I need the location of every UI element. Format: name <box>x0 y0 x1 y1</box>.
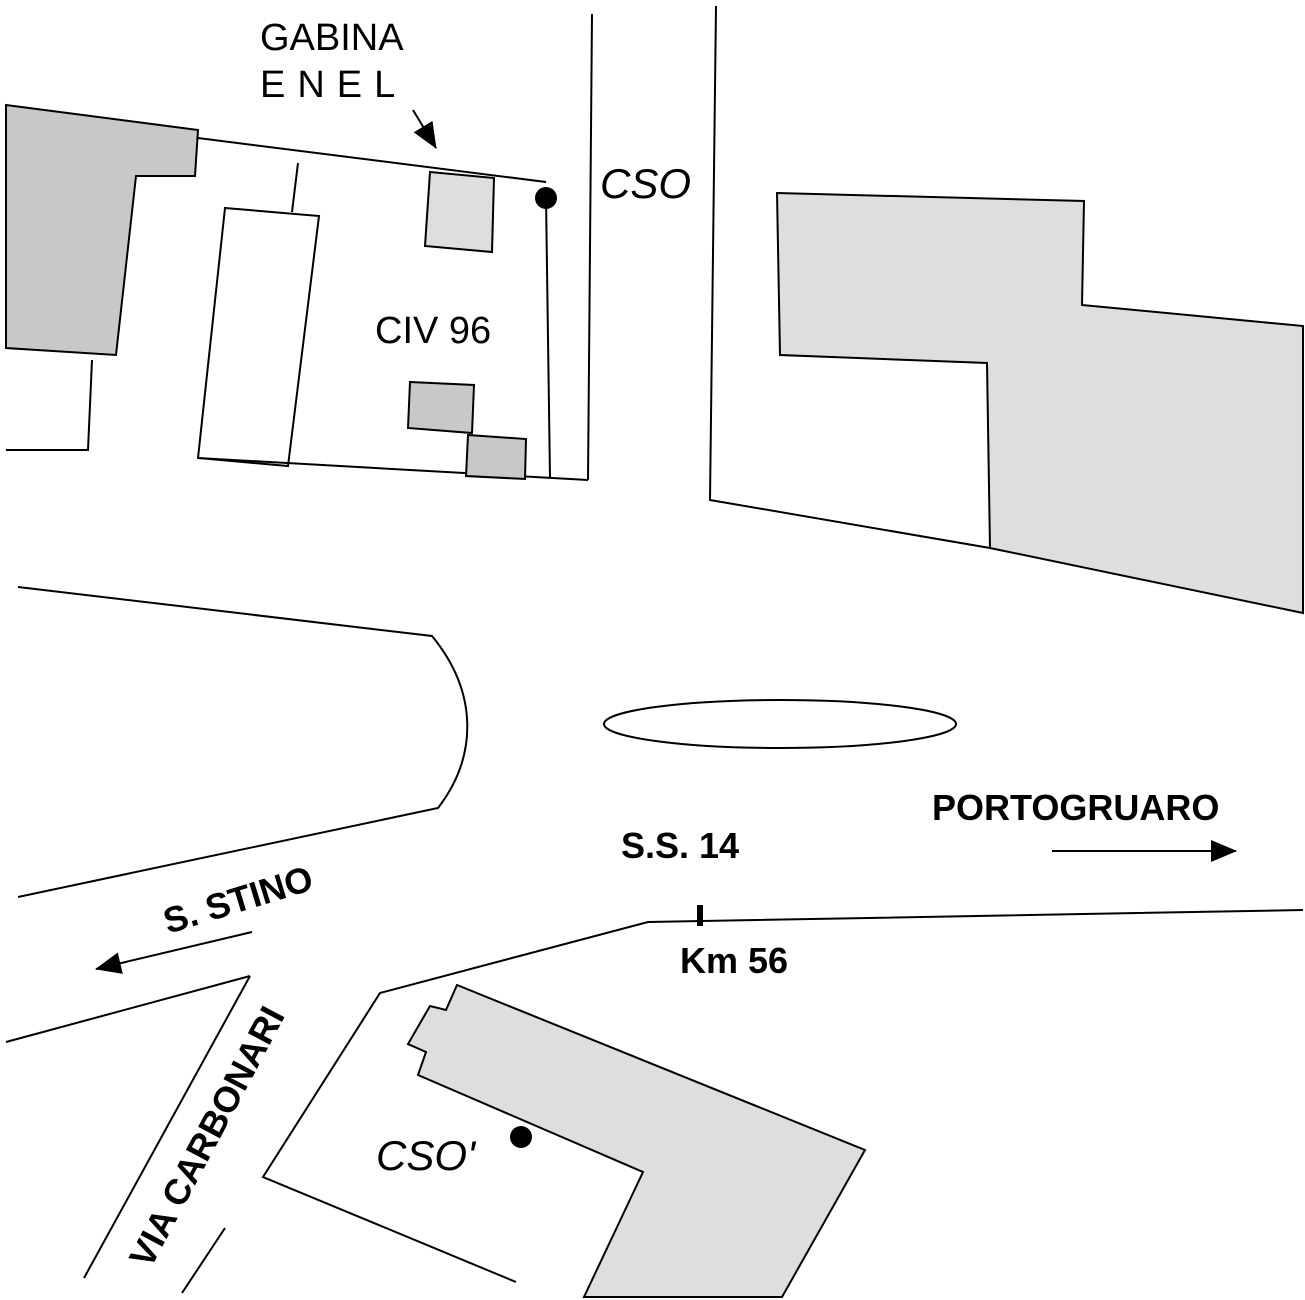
label-via-carbonari: VIA CARBONARI <box>121 1000 293 1274</box>
plot-boundary-top <box>197 137 547 183</box>
building-bottom <box>406 983 867 1298</box>
label-portogruaro: PORTOGRUARO <box>932 787 1219 828</box>
road-edge-cso-left <box>587 13 593 481</box>
plot-line-inner-vertical <box>545 197 551 479</box>
label-enel: ENEL <box>260 64 407 106</box>
road-edge-via-carbonari-tail <box>181 1227 226 1294</box>
building-top-left <box>5 103 200 357</box>
plot-line-left-lower <box>197 457 589 481</box>
label-ss14: S.S. 14 <box>621 825 739 866</box>
label-km: Km 56 <box>680 940 788 981</box>
label-cso-prime: CSO' <box>376 1132 477 1179</box>
label-cso: CSO <box>600 160 691 207</box>
road-edge-cso-right <box>708 5 991 549</box>
plot-inner-divider <box>291 162 299 213</box>
civ-96-building-a <box>406 380 476 435</box>
road-edge-via-carbonari-west <box>83 975 251 1279</box>
s-stino-arrow <box>95 931 253 974</box>
cso-prime-point-marker <box>510 1126 532 1148</box>
cso-point-marker <box>535 187 557 209</box>
roundabout-island <box>603 699 957 749</box>
building-top-right <box>775 191 1304 615</box>
civ-96-building-b <box>464 433 528 481</box>
enel-substation-building <box>423 170 496 254</box>
label-gabina: GABINA <box>260 17 404 59</box>
label-s-stino: S. STINO <box>158 857 317 941</box>
plot-line-left-vertical <box>6 359 93 451</box>
plot-inner-rectangle <box>196 206 321 468</box>
road-edge-ss14-south <box>261 909 1304 1283</box>
gabina-arrow <box>412 109 437 149</box>
road-edge-left-west <box>5 975 251 1043</box>
label-civ-96: CIV 96 <box>375 310 491 352</box>
road-edge-west-island <box>17 586 469 898</box>
